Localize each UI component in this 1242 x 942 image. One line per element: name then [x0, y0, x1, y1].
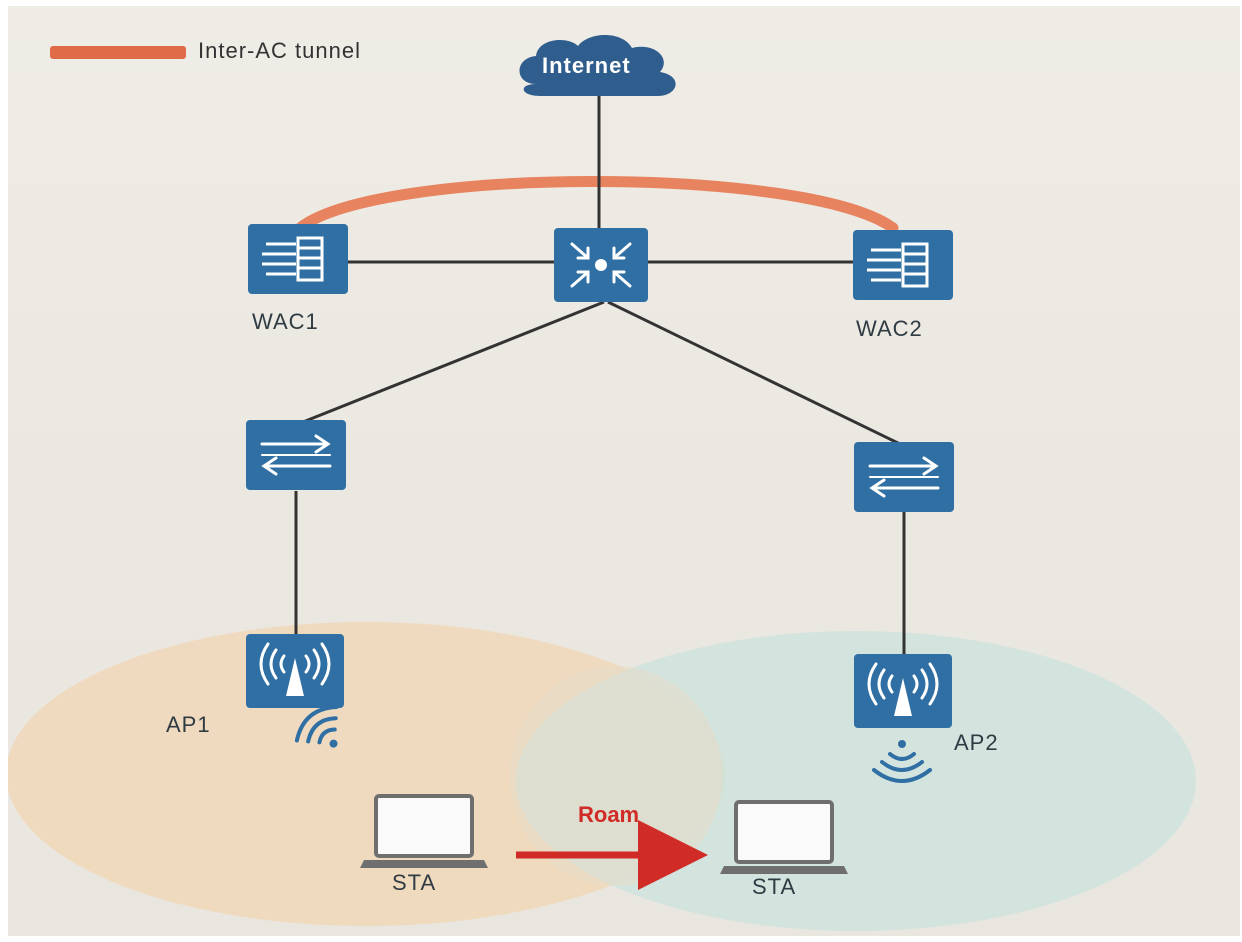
cloud-icon — [519, 35, 676, 96]
topology-svg — [8, 35, 1196, 931]
sta-left-label: STA — [392, 870, 437, 895]
switch-icon-right — [854, 442, 954, 512]
wac1-label: WAC1 — [252, 309, 319, 334]
access-point-icon-ap1 — [246, 634, 344, 708]
laptop-icon-sta-left — [360, 794, 488, 868]
wireless-ac-icon-wac1 — [248, 224, 348, 294]
core-switch-icon — [554, 228, 648, 302]
roam-label: Roam — [578, 802, 640, 827]
wifi-signal-icon-ap2 — [872, 740, 932, 783]
legend-swatch — [50, 46, 186, 59]
diagram-canvas: Inter-AC tunnel Internet WAC1 WAC2 AP1 A… — [8, 6, 1240, 936]
sta-right-label: STA — [752, 874, 797, 899]
ap2-label: AP2 — [954, 730, 999, 755]
access-point-icon-ap2 — [854, 654, 952, 728]
wac2-label: WAC2 — [856, 316, 923, 341]
link-core-switch-right — [607, 300, 901, 446]
ap1-label: AP1 — [166, 712, 211, 737]
laptop-icon-sta-right — [720, 800, 848, 874]
wireless-ac-icon-wac2 — [853, 230, 953, 300]
inter-ac-tunnel — [294, 176, 899, 234]
links — [294, 94, 906, 656]
legend-label: Inter-AC tunnel — [198, 38, 361, 63]
switch-icon-left — [246, 420, 346, 490]
wifi-signal-icon-ap1 — [294, 704, 339, 748]
internet-label: Internet — [542, 53, 631, 78]
link-core-switch-left — [297, 300, 605, 426]
